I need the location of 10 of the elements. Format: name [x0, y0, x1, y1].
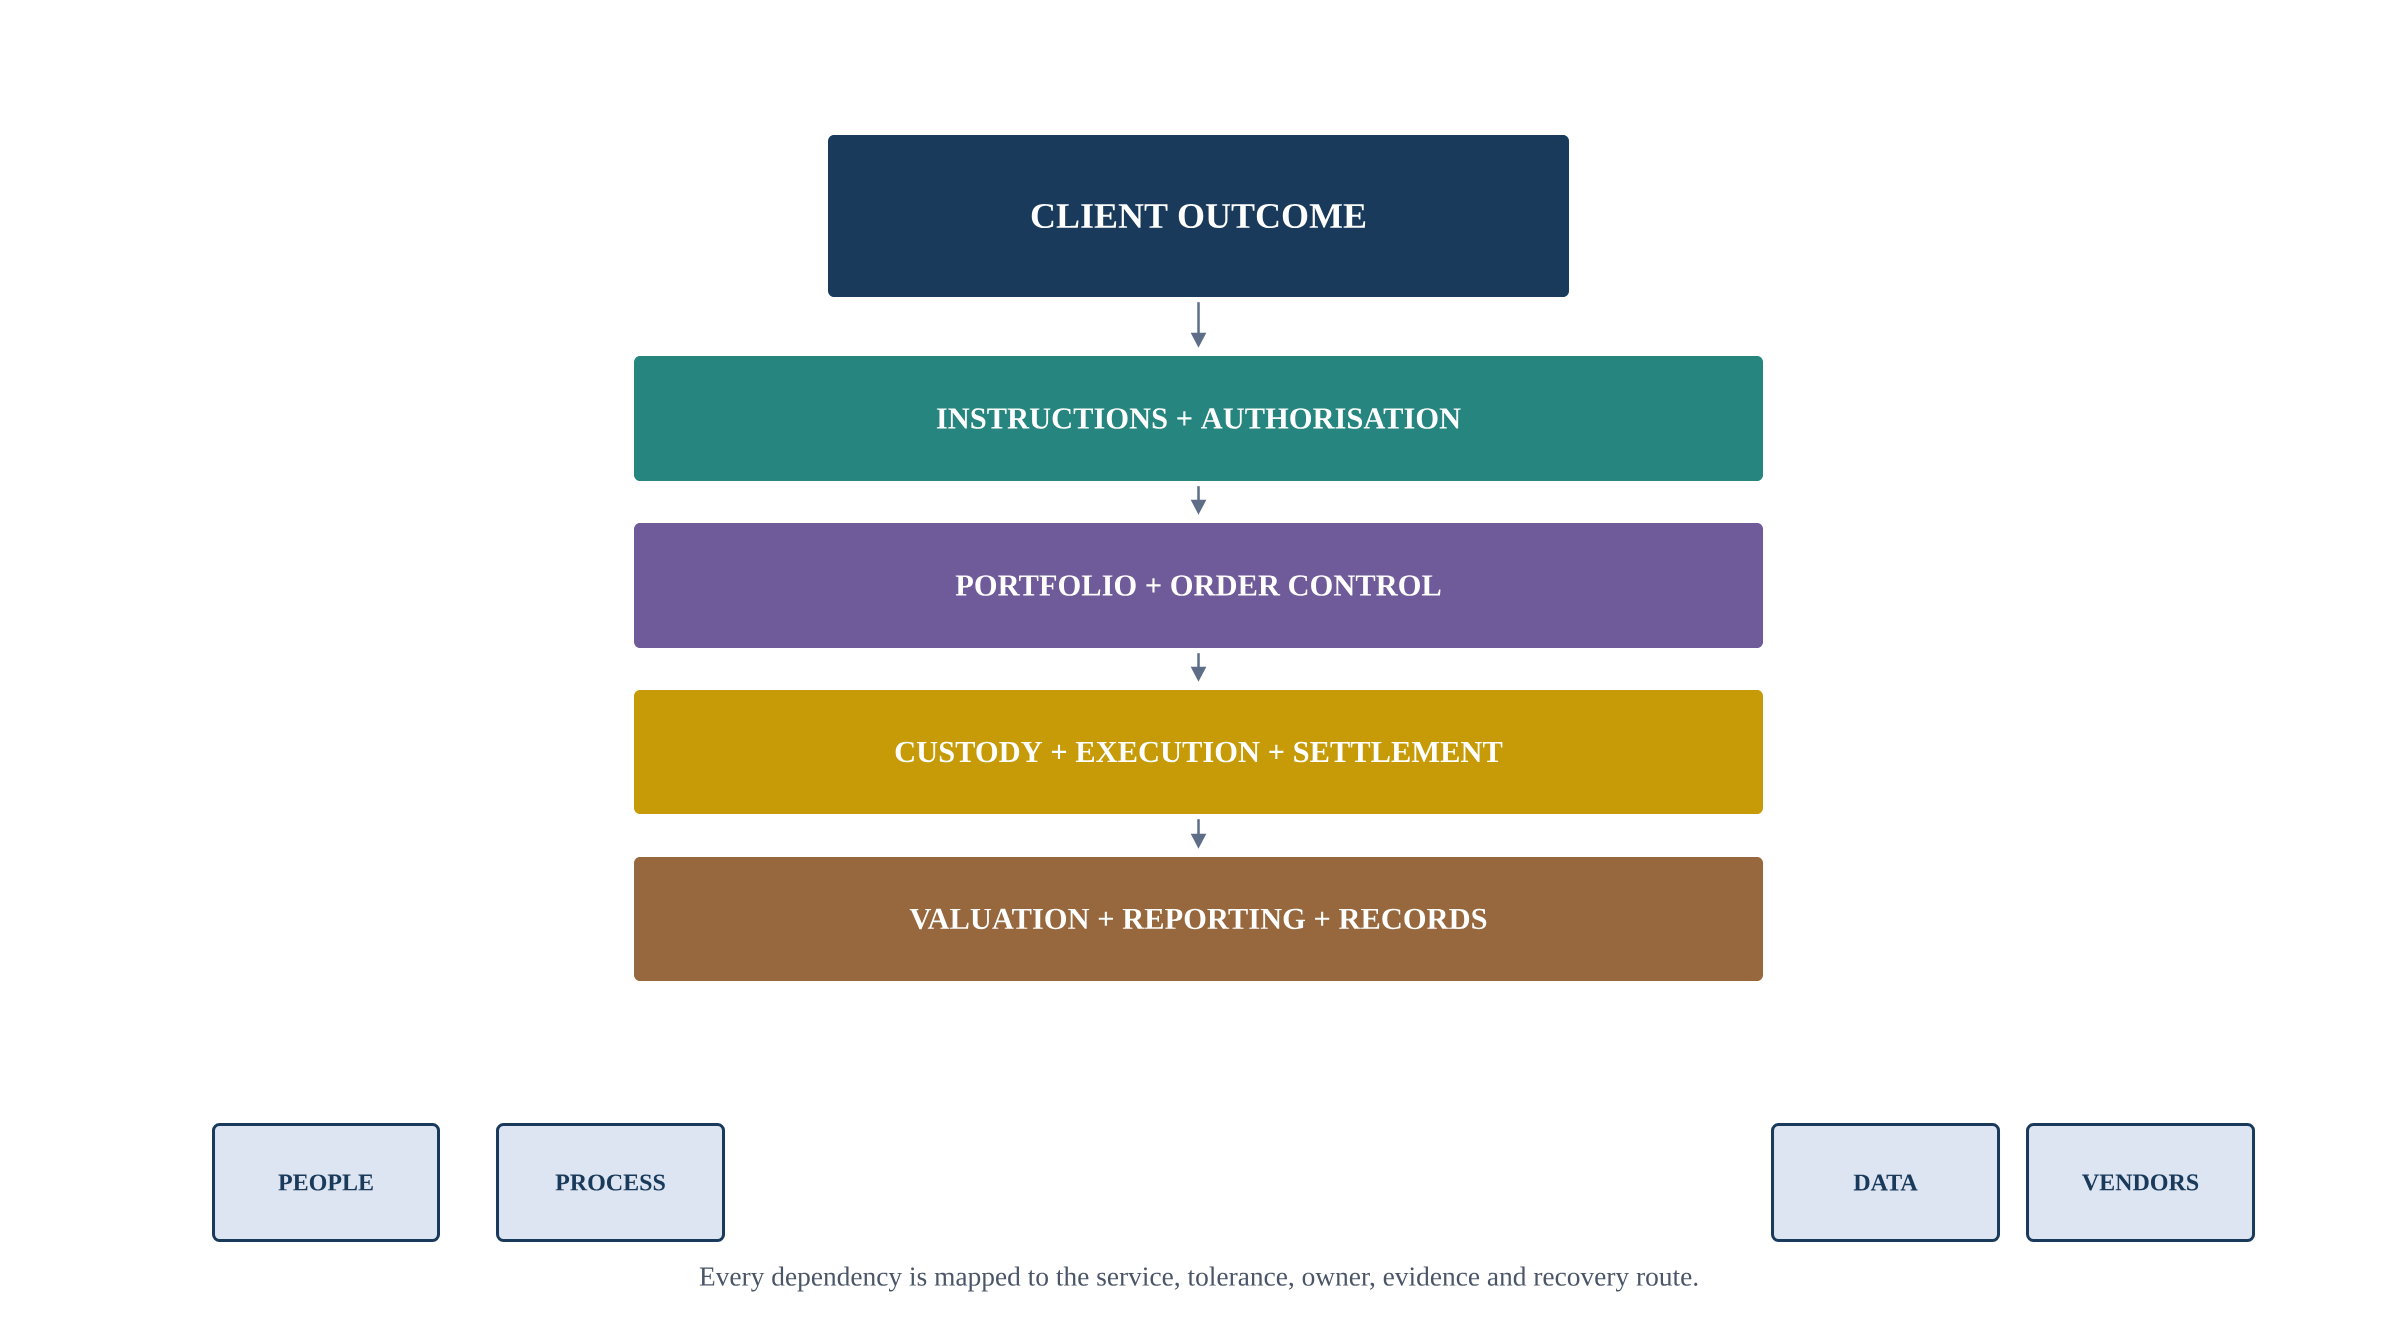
dependency-box: PROCESS: [496, 1123, 725, 1242]
dependency-box: VENDORS: [2026, 1123, 2255, 1242]
outcome-box: CLIENT OUTCOME: [828, 135, 1569, 297]
layer-band: VALUATION + REPORTING + RECORDS: [634, 857, 1763, 981]
dependency-box: DATA: [1771, 1123, 2000, 1242]
caption: Every dependency is mapped to the service, tolerance, owner, evidence and recovery route.: [699, 1266, 1698, 1292]
dependency-box: PEOPLE: [212, 1123, 440, 1242]
layer-band: INSTRUCTIONS + AUTHORISATION: [634, 356, 1763, 481]
layer-band: CUSTODY + EXECUTION + SETTLEMENT: [634, 690, 1763, 814]
layer-band: PORTFOLIO + ORDER CONTROL: [634, 523, 1763, 648]
